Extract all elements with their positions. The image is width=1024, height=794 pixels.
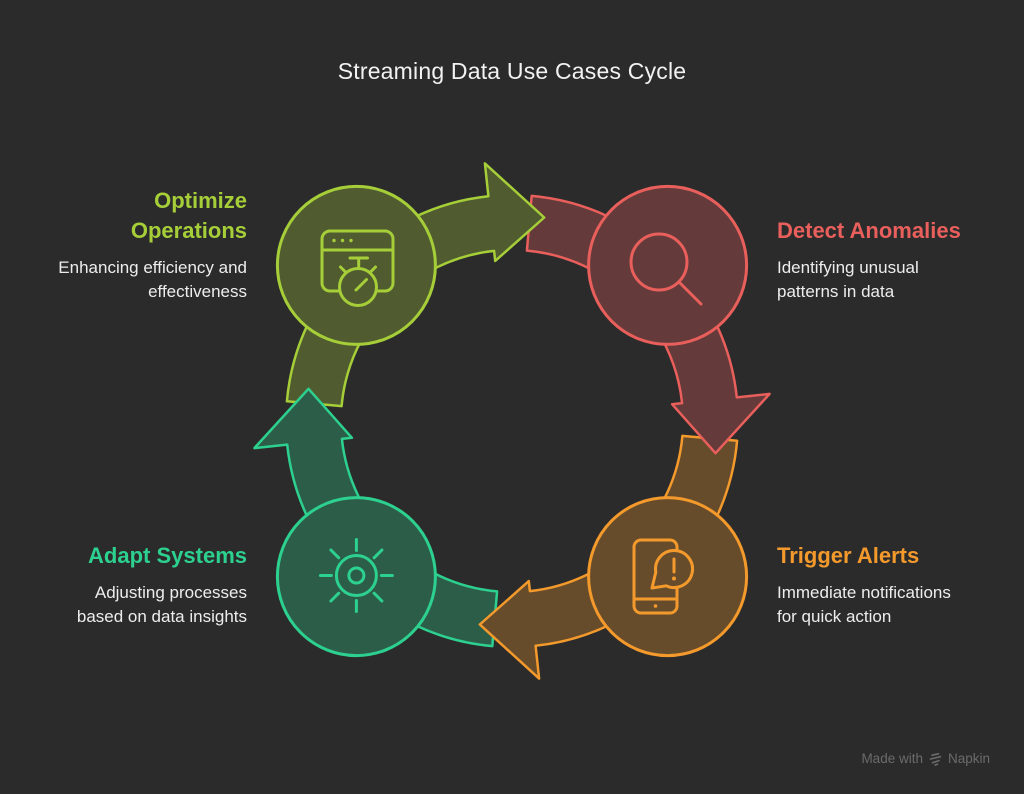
watermark-brand: Napkin xyxy=(947,751,990,766)
napkin-logo-icon xyxy=(929,752,942,766)
node-description-trigger: Immediate notifications for quick action xyxy=(777,583,951,626)
phone-alert-icon xyxy=(632,538,694,615)
watermark-text: Made with xyxy=(861,751,923,766)
node-label-detect: Detect Anomalies Identifying unusual pat… xyxy=(777,216,997,304)
magnifier-icon xyxy=(629,232,703,306)
sun-gear-icon xyxy=(318,538,394,613)
node-label-trigger: Trigger Alerts Immediate notifications f… xyxy=(777,541,997,629)
browser-timer-icon xyxy=(320,229,395,307)
napkin-watermark: Made with Napkin xyxy=(861,751,990,766)
node-title-optimize: Optimize Operations xyxy=(130,188,247,243)
node-circle-optimize xyxy=(275,184,437,346)
node-description-detect: Identifying unusual patterns in data xyxy=(777,258,919,301)
node-title-detect: Detect Anomalies xyxy=(777,218,961,243)
node-description-adapt: Adjusting processes based on data insigh… xyxy=(76,583,247,626)
node-title-adapt: Adapt Systems xyxy=(88,543,247,568)
node-circle-adapt xyxy=(275,496,437,658)
node-label-adapt: Adapt Systems Adjusting processes based … xyxy=(47,541,247,629)
node-label-optimize: Optimize Operations Enhancing efficiency… xyxy=(47,186,247,304)
node-circle-detect xyxy=(587,184,749,346)
page-title: Streaming Data Use Cases Cycle xyxy=(337,58,687,84)
node-title-trigger: Trigger Alerts xyxy=(777,543,920,568)
node-description-optimize: Enhancing efficiency and effectiveness xyxy=(58,258,247,301)
